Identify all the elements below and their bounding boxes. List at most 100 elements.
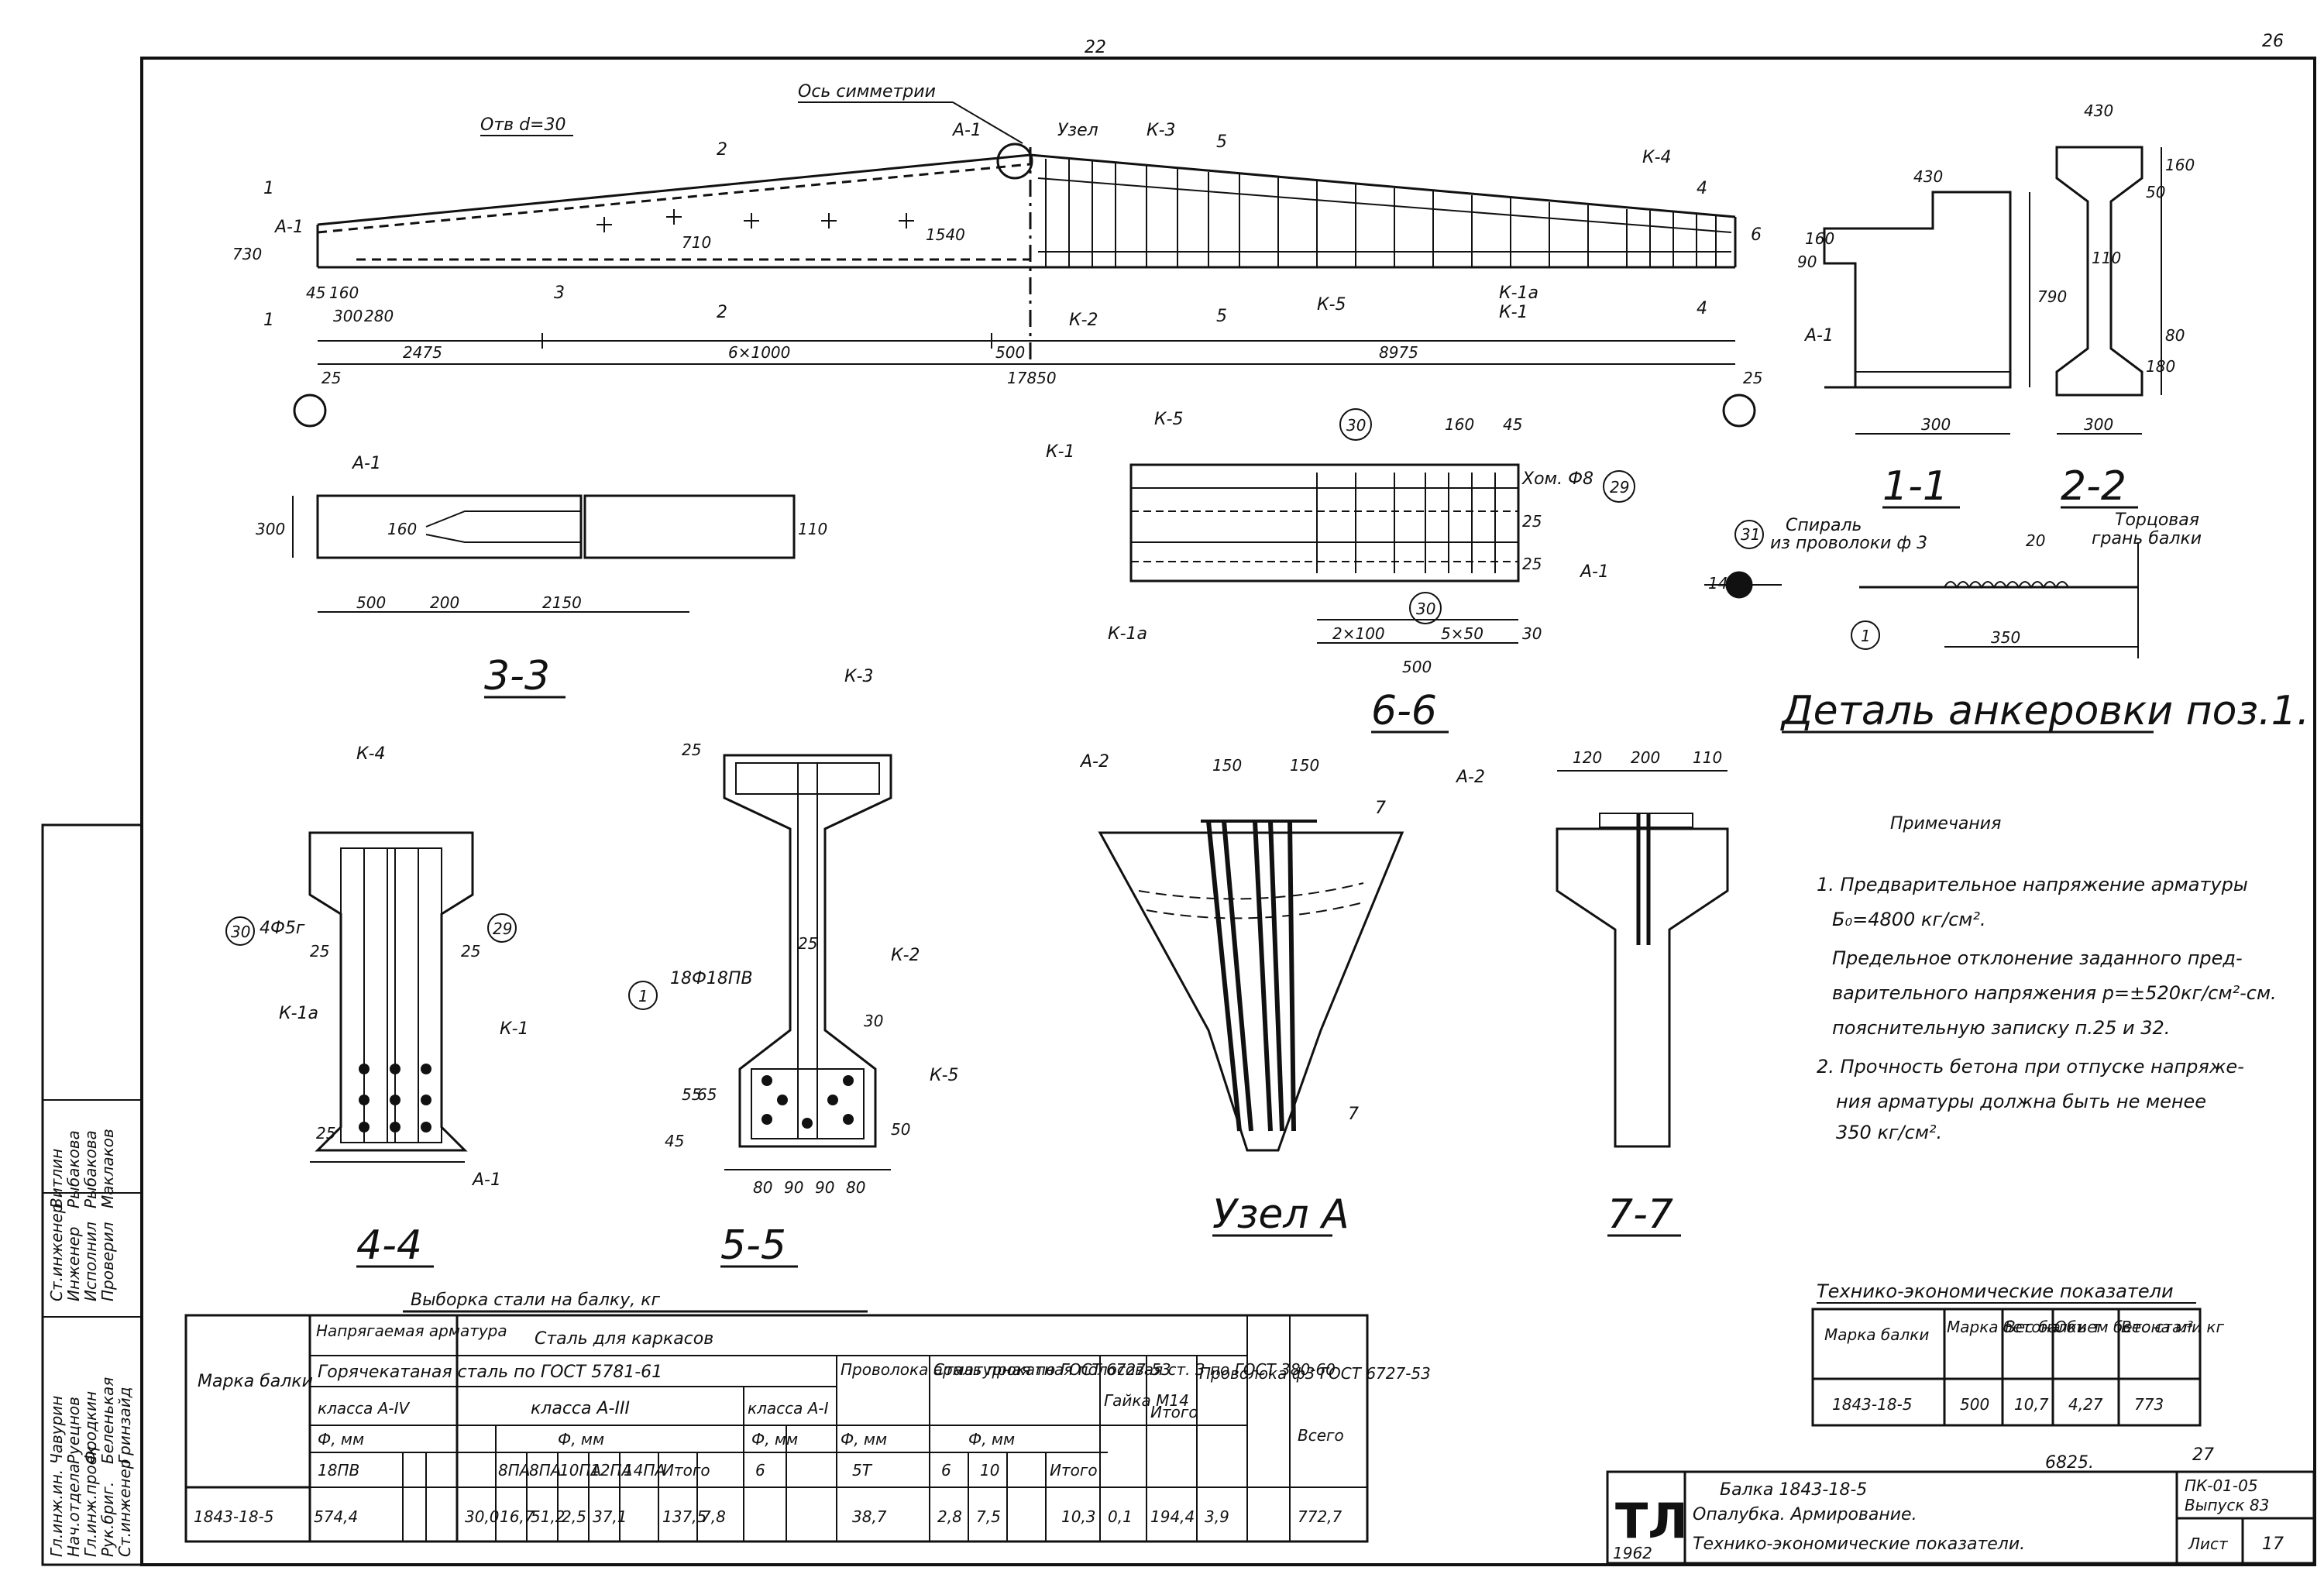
cage-top-bar xyxy=(1037,177,1732,233)
s55-dim-90b: 90 xyxy=(815,1178,834,1197)
s77-title: 7-7 xyxy=(1607,1191,1673,1238)
steel-h-nut: Гайка М14 xyxy=(1104,1391,1189,1410)
s44-mark-30: 30 xyxy=(231,923,250,941)
elev-label-k1a: К-1а xyxy=(1499,284,1538,303)
node-a-cut-a: 7 xyxy=(1375,799,1386,818)
dim-25-right: 25 xyxy=(1743,369,1762,387)
note-line-3: Предельное отклонение заданного пред- xyxy=(1832,947,2243,969)
steel-h-prestress: Напрягаемая арматура xyxy=(316,1322,507,1340)
steel-sub-1: 8ПА xyxy=(498,1461,530,1480)
side-name-8: Маклаков xyxy=(98,1129,117,1208)
elev-label-k2: К-2 xyxy=(1069,311,1098,330)
s11-dim-300: 300 xyxy=(1921,415,1951,434)
elev-label-k3: К-3 xyxy=(1147,121,1176,140)
steel-v-7: 137,5 xyxy=(662,1507,706,1526)
dim-45: 45 xyxy=(306,284,325,302)
tech-title: Технико-экономические показатели xyxy=(1817,1280,2174,1302)
steel-v-14: 194,4 xyxy=(1150,1507,1195,1526)
tech-v-1: 500 xyxy=(1960,1395,1989,1414)
s55-label-k3: К-3 xyxy=(844,667,874,686)
node-label: Узел xyxy=(1057,121,1098,140)
hole-markers xyxy=(596,209,914,232)
s55-dim-90a: 90 xyxy=(784,1178,803,1197)
steel-v-1: 574,4 xyxy=(314,1507,358,1526)
s55-label-k2: К-2 xyxy=(891,946,920,965)
anchor-dim-20: 20 xyxy=(2026,531,2045,550)
steel-h-class4: класса А-IV xyxy=(318,1399,411,1418)
s55-mark-1: 1 xyxy=(638,987,648,1005)
anchor-detail xyxy=(1704,542,2139,658)
elev-label-a1-left: А-1 xyxy=(273,218,304,237)
steel-phi-3: Ф, мм xyxy=(751,1430,798,1449)
side-name-2: Фродкин xyxy=(81,1391,100,1464)
steel-v-4: 51,2 xyxy=(531,1507,566,1526)
anchor-end: Торцовая xyxy=(2115,510,2199,530)
side-name-6: Рыбакова xyxy=(64,1130,83,1208)
steel-v-15: 3,9 xyxy=(1205,1507,1229,1526)
s44-label-a1: А-1 xyxy=(471,1170,501,1190)
tech-v-0: 1843-18-5 xyxy=(1832,1395,1913,1414)
steel-phi-4: Ф, мм xyxy=(841,1430,887,1449)
dim-160: 160 xyxy=(329,284,359,302)
side-name-5: Витлин xyxy=(47,1149,66,1208)
tech-h-3: Объем бетона м³ xyxy=(2054,1318,2193,1336)
steel-sub-2: 8ПА xyxy=(529,1461,561,1480)
s44-label-k1: К-1 xyxy=(500,1019,529,1039)
cut-3: 3 xyxy=(554,284,565,303)
sheet-frame xyxy=(140,57,2316,1566)
steel-sub-11: Итого xyxy=(1050,1461,1098,1480)
cut-4b: 4 xyxy=(1697,299,1707,318)
title-block xyxy=(1606,1470,2315,1565)
s33-dim-200: 200 xyxy=(430,593,459,612)
stamp-issue: Выпуск 83 xyxy=(2185,1496,2269,1514)
holes-label: Отв d=30 xyxy=(480,115,566,135)
steel-v-6: 37,1 xyxy=(593,1507,627,1526)
node-a-dim-150b: 150 xyxy=(1290,756,1319,775)
steel-sub-8: 5Т xyxy=(852,1461,873,1480)
tech-h-2: Вес балки т xyxy=(2005,1318,2102,1336)
s11-label-a1: А-1 xyxy=(1803,326,1834,345)
dim-25-left: 25 xyxy=(321,369,341,387)
steel-sub-5: 14ПА xyxy=(624,1461,665,1480)
steel-sub-4: 12ПА xyxy=(590,1461,632,1480)
steel-h-total: Итого xyxy=(1150,1403,1198,1421)
tech-h-1: Марка бетона xyxy=(1947,1318,2061,1336)
side-role-0: Гл.инж.ин. xyxy=(47,1469,66,1557)
side-name-1: Руецнов xyxy=(64,1397,83,1464)
dim-710: 710 xyxy=(682,233,711,252)
s66-label-k1a: К-1а xyxy=(1108,624,1147,644)
side-stamp: Гл.инж.ин. Чавурин Нач.отдела Руецнов Гл… xyxy=(41,823,143,1566)
notes-title: Примечания xyxy=(1890,814,2001,833)
dim-500: 500 xyxy=(995,343,1025,362)
tech-v-4: 773 xyxy=(2134,1395,2164,1414)
note-line-8: 350 кг/см². xyxy=(1836,1122,1942,1143)
steel-v-3: 16,7 xyxy=(500,1507,535,1526)
s66-dim-30: 30 xyxy=(1522,624,1542,643)
s11-dim-90: 90 xyxy=(1797,253,1817,271)
s33-dim-2150: 2150 xyxy=(542,593,582,612)
side-role-4: Ст.инженер xyxy=(115,1459,134,1557)
steel-phi-2: Ф, мм xyxy=(558,1430,604,1449)
steel-sub-3: 10ПА xyxy=(559,1461,601,1480)
doc-number-2: 27 xyxy=(2192,1445,2214,1465)
stamp-sheet-label: Лист xyxy=(2188,1535,2229,1553)
steel-v-8: 7,8 xyxy=(701,1507,726,1526)
s77-dim-110: 110 xyxy=(1693,748,1722,767)
steel-v-0: 1843-18-5 xyxy=(194,1507,274,1526)
steel-h-wire3: Проволока ф3 ГОСТ 6727-53 xyxy=(1199,1364,1431,1383)
section-2-2 xyxy=(2055,146,2162,435)
s11-dim-160: 160 xyxy=(1805,229,1834,248)
stamp-line-3: Технико-экономические показатели. xyxy=(1693,1535,2025,1554)
s55-dim-80a: 80 xyxy=(753,1178,772,1197)
section-5-5 xyxy=(723,754,892,1170)
steel-table-grid xyxy=(184,1314,1369,1543)
side-name-7: Рыбакова xyxy=(81,1130,100,1208)
node-a-circle xyxy=(996,143,1033,180)
s44-note: 4Ф5г xyxy=(260,919,305,938)
section-7-7 xyxy=(1556,770,1729,1148)
stamp-series: ПК-01-05 xyxy=(2185,1476,2258,1495)
stamp-line-1: Балка 1843-18-5 xyxy=(1720,1480,1867,1500)
s55-note: 18Ф18ПВ xyxy=(670,969,753,988)
s55-dim-55: 55 xyxy=(682,1085,701,1104)
s55-label-k5: К-5 xyxy=(930,1066,959,1085)
